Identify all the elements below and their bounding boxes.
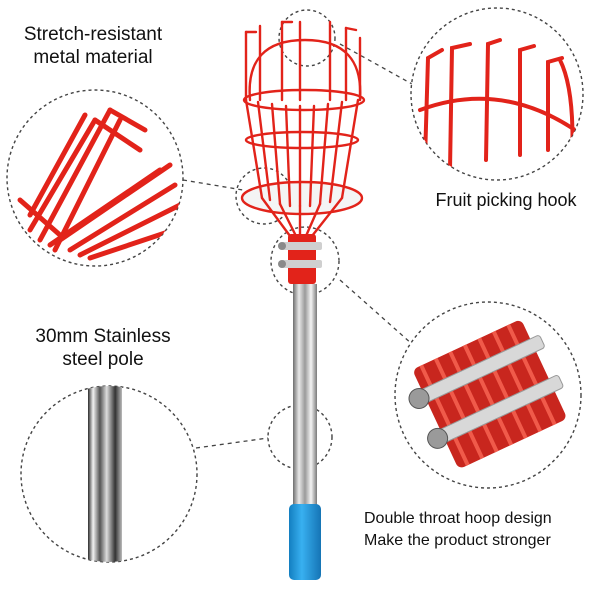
zoom-hook <box>410 7 584 181</box>
label-line: Make the product stronger <box>364 532 551 550</box>
label-line: steel pole <box>62 348 144 370</box>
label-stretch-resistant: Stretch-resistant metal material <box>8 24 178 70</box>
label-line: Fruit picking hook <box>435 190 577 210</box>
label-line: metal material <box>33 46 153 68</box>
label-line: Double throat hoop design <box>364 510 552 527</box>
zoom-pole <box>20 385 198 563</box>
label-line: 30mm Stainless <box>35 326 171 347</box>
label-double-throat-hoop: Double throat hoop design Make the produ… <box>364 508 596 553</box>
zoom-basket-wire <box>6 89 184 267</box>
zoom-hoop-clamp <box>394 301 582 489</box>
connector-lines <box>182 43 413 449</box>
label-line: Stretch-resistant <box>23 24 163 45</box>
collar <box>278 234 322 284</box>
label-fruit-picking-hook: Fruit picking hook <box>418 190 594 212</box>
handle <box>289 504 321 580</box>
label-steel-pole: 30mm Stainless steel pole <box>18 326 188 372</box>
basket <box>240 20 366 240</box>
pole <box>293 284 317 506</box>
